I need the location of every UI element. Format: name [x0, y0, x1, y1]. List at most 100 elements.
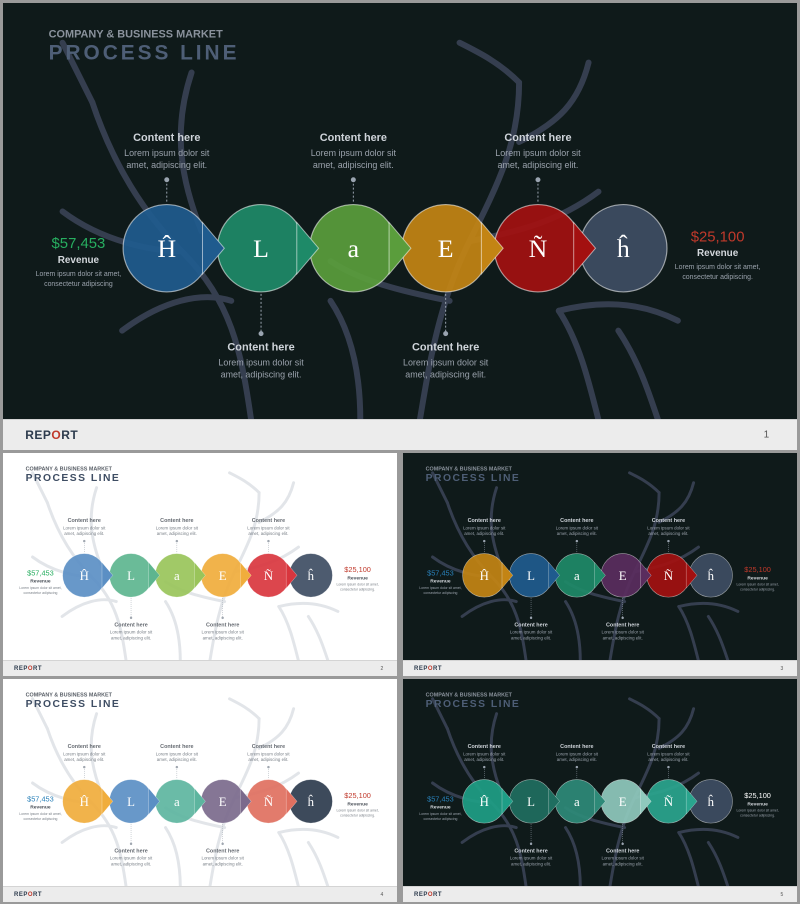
callout-dot: [483, 539, 486, 543]
process-node: Ñ: [246, 779, 298, 824]
node-arrow: [640, 787, 652, 815]
node-letter: Ñ: [264, 795, 273, 809]
header-title: PROCESS LINE: [426, 473, 521, 484]
callout-dot: [267, 765, 270, 769]
node-arrow: [573, 221, 597, 276]
header-title: PROCESS LINE: [26, 699, 121, 710]
tree-branch: [306, 840, 330, 887]
node-arrow: [285, 561, 298, 589]
node-letter: ĥ: [617, 234, 630, 263]
callout-dot: [621, 842, 624, 846]
stat-label: Revenue: [430, 805, 451, 811]
callout-title: Content here: [652, 744, 685, 750]
header-title: PROCESS LINE: [26, 473, 121, 484]
process-node: Ĥ: [462, 779, 514, 824]
node-arrow: [101, 787, 114, 815]
stat-desc: Lorem ipsum dolor sit amet,consectetur a…: [419, 586, 461, 595]
tree-branch: [677, 605, 700, 661]
tree-branch: [60, 824, 118, 844]
tree-branch: [431, 471, 449, 505]
process-node: Ñ: [646, 553, 698, 598]
node-letter: L: [527, 795, 535, 809]
tree-branch: [555, 301, 681, 324]
node-arrow: [640, 561, 652, 589]
process-node: ĥ: [688, 779, 733, 824]
tree-branch: [257, 707, 296, 750]
node-letter: ĥ: [308, 795, 315, 809]
report-brand: REPORT: [414, 665, 443, 672]
node-arrow: [194, 561, 206, 589]
tree-branch: [277, 827, 340, 839]
header-title: PROCESS LINE: [426, 699, 521, 710]
callout-dot: [129, 616, 133, 620]
process-node: ĥ: [579, 203, 668, 293]
node-arrow: [285, 787, 298, 815]
header-kicker: COMPANY & BUSINESS MARKET: [26, 692, 113, 698]
stat-label: Revenue: [747, 575, 768, 581]
callout-title: Content here: [606, 622, 639, 628]
stat-label: Revenue: [30, 579, 51, 585]
callout-title: Content here: [252, 744, 285, 750]
node-arrow: [501, 787, 514, 815]
node-letter: Ĥ: [80, 569, 89, 583]
node-arrow: [240, 561, 252, 589]
tree-branch: [657, 481, 696, 524]
callout-title: Content here: [114, 848, 147, 854]
callout-title: Content here: [606, 848, 639, 854]
callout-dot: [258, 331, 264, 337]
node-arrow: [296, 221, 320, 276]
callout-title: Content here: [514, 848, 547, 854]
node-arrow: [101, 561, 114, 589]
process-node: L: [216, 203, 320, 293]
tree-branch: [628, 471, 661, 495]
tree-branch: [228, 697, 261, 721]
node-letter: a: [574, 569, 580, 583]
stat-value: $25,100: [344, 791, 371, 800]
callout-title: Content here: [468, 518, 501, 524]
callout-title: Content here: [514, 622, 547, 628]
callout-dot: [535, 177, 541, 183]
stat-desc: Lorem ipsum dolor sit amet,consectetur a…: [336, 583, 378, 592]
process-node: Ĥ: [122, 203, 225, 293]
process-node: Ĥ: [462, 553, 514, 598]
tree-branch: [257, 481, 296, 524]
page-number: 2: [380, 665, 384, 672]
tree-branch: [31, 471, 49, 505]
stat-desc: Lorem ipsum dolor sit amet,consectetur a…: [336, 809, 378, 818]
slide-background: [3, 3, 797, 420]
tree-branch: [59, 39, 96, 106]
process-node: a: [554, 553, 606, 598]
tree-branch: [706, 840, 730, 887]
tree-branch: [456, 39, 523, 86]
slide-background: [3, 679, 397, 887]
node-arrow: [594, 561, 606, 589]
tree-branch: [431, 697, 449, 731]
callout-dot: [221, 842, 224, 846]
callout-dot: [529, 842, 533, 846]
page-number: 4: [380, 891, 384, 898]
process-node: E: [600, 553, 652, 598]
